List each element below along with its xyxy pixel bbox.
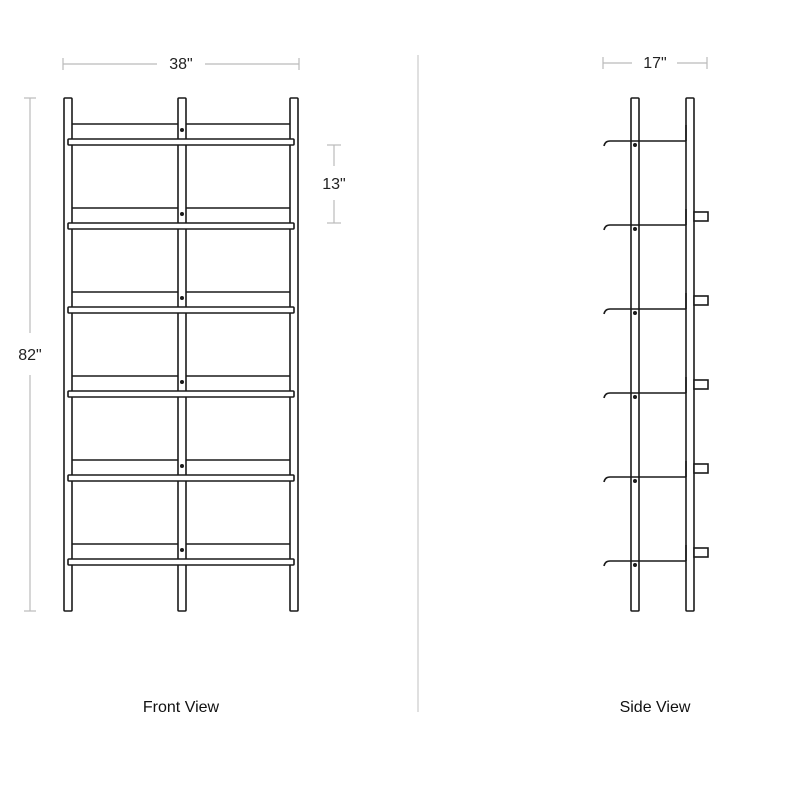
depth-dimension-label: 17" [643,55,666,72]
width-dimension [62,58,300,70]
side-shelves [603,125,687,567]
depth-dimension [602,57,708,69]
side-structure [630,97,709,612]
height-dimension-label: 82" [18,347,41,364]
side-view-label: Side View [620,699,691,716]
shelf-spacing-dimension [327,144,341,224]
side-screws [633,143,637,567]
side-view: 17" [602,55,709,612]
front-view: 38" 82" 13" [18,56,346,612]
front-screws [180,128,184,552]
front-view-label: Front View [143,699,220,716]
height-dimension [24,97,36,612]
width-dimension-label: 38" [169,56,192,73]
shelf-spacing-label: 13" [322,176,345,193]
front-structure [63,97,299,612]
